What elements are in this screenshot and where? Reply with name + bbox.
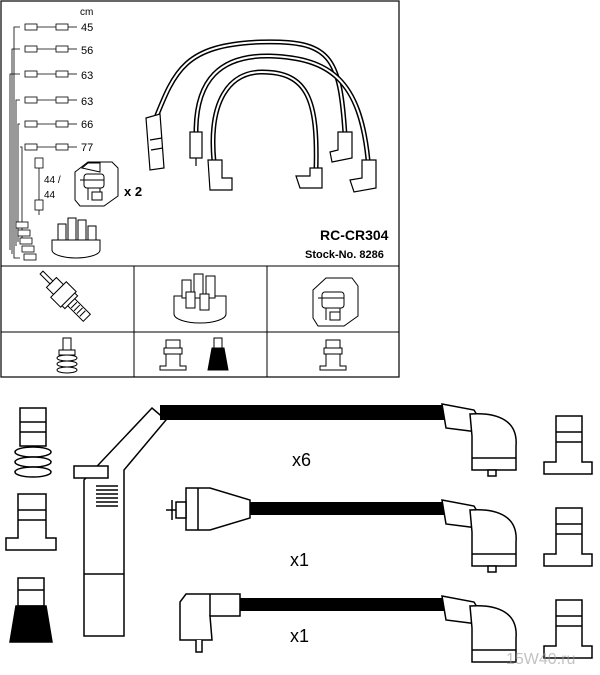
wire-middle (193, 53, 371, 161)
length-value-6: 77 (81, 142, 93, 154)
legend-terminal-stack (15, 221, 37, 261)
coil-length-upper: 44 / (44, 175, 61, 186)
coil-multiplier: x 2 (124, 184, 142, 199)
cable-1-wire (160, 405, 446, 420)
boot-terminal-right-1 (543, 415, 593, 475)
length-value-2: 56 (81, 45, 93, 57)
plug-boot-3 (329, 131, 353, 163)
watermark: 15W40.ru (506, 651, 575, 668)
cable-3-angled-boot (441, 595, 517, 663)
top-panel: cm (0, 0, 400, 378)
plug-terminal-large (14, 407, 52, 478)
legend-lead-45 (24, 23, 77, 31)
legend-lead-icons (15, 23, 77, 261)
ignition-coil-icon (74, 161, 119, 207)
coil-terminal-icon (319, 339, 347, 371)
length-value-5: 66 (81, 119, 93, 131)
length-value-3: 63 (81, 70, 93, 82)
legend-lead-56 (24, 45, 77, 53)
stock-number: Stock-No. 8286 (305, 249, 384, 261)
plug-boot-2 (295, 167, 323, 189)
cable-3-left-boot (179, 593, 241, 653)
cable-2-angled-boot (441, 499, 517, 573)
quantity-label-2: x1 (290, 550, 309, 570)
distributor-cap-icon (51, 217, 101, 259)
coil-boot-left (145, 113, 165, 171)
unit-label: cm (80, 7, 93, 18)
top-frame (0, 0, 400, 378)
length-value-1: 45 (81, 22, 93, 34)
bottom-panel: x6 x1 x1 15W40.ru (5, 403, 593, 668)
legend-brackets (9, 26, 23, 259)
wire-inner (210, 69, 319, 171)
legend-lead-77 (24, 143, 77, 151)
boot-terminal-large-b (9, 577, 53, 643)
legend-lead-63a (24, 70, 77, 78)
distributor-cap-large-icon (173, 273, 227, 324)
cable-2 (166, 487, 517, 573)
boot-terminal-right-2 (543, 507, 593, 567)
legend-lead-66 (24, 120, 77, 128)
spark-plug-icon (39, 270, 92, 323)
cable-1 (160, 403, 517, 477)
cable-3 (179, 593, 517, 663)
legend-lead-63b (24, 96, 77, 104)
length-value-4: 63 (81, 96, 93, 108)
cable-2-wire (250, 502, 446, 515)
coil-boot-long (73, 406, 168, 637)
plug-boot-1 (207, 159, 233, 191)
boot-terminal-large-a (5, 493, 57, 551)
legend-coil-lead (34, 157, 44, 215)
coil-boot-small (189, 131, 203, 166)
length-values: 45 56 63 63 66 77 44 / 44 (44, 22, 93, 201)
quantity-label-3: x1 (290, 626, 309, 646)
ignition-coil-large-icon (312, 277, 359, 327)
cable-1-angled-boot (441, 403, 517, 477)
coil-length-lower: 44 (44, 190, 56, 201)
cable-3-wire (240, 598, 446, 611)
plug-boot-4 (349, 159, 377, 193)
cap-terminal-icon-b (207, 337, 229, 371)
cable-2-straight-boot (166, 487, 251, 531)
boot-terminal-right-3 (543, 599, 593, 659)
plug-terminal-icon (56, 337, 78, 374)
wire-set-drawing (145, 39, 377, 193)
quantity-label-1: x6 (292, 450, 311, 470)
cap-terminal-icon-a (159, 339, 187, 371)
length-legend: cm (9, 7, 93, 261)
part-number: RC-CR304 (320, 227, 389, 243)
